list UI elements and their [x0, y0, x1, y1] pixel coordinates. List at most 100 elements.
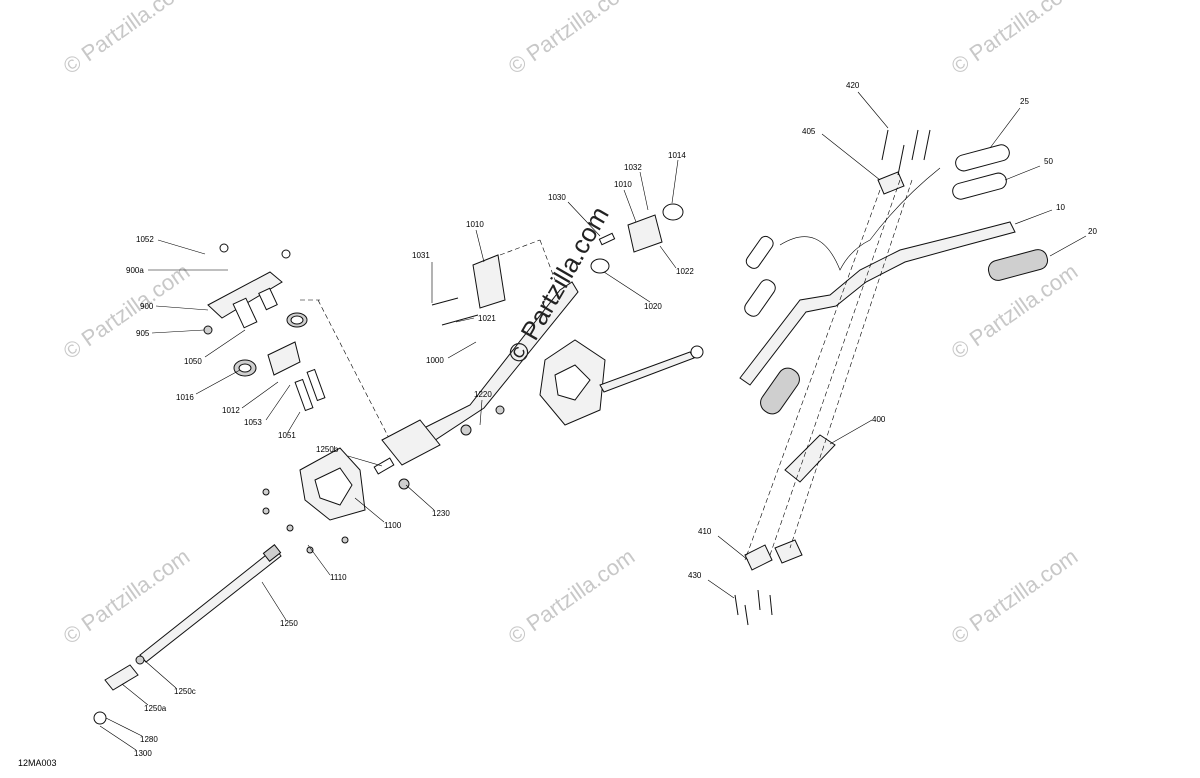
tie-rod-end	[104, 664, 139, 691]
jam-nut	[135, 655, 145, 665]
watermark: © Partzilla.com	[59, 0, 195, 79]
callout-label: 1030	[548, 193, 566, 202]
clamp-halves	[472, 254, 506, 309]
nut	[281, 249, 291, 259]
bolt	[881, 129, 889, 161]
tie-rod	[599, 351, 695, 393]
callout-label: 1016	[176, 393, 194, 402]
cable	[779, 167, 941, 271]
callout-label: 1032	[624, 163, 642, 172]
upper-clamp-assembly	[203, 243, 391, 441]
screw	[262, 488, 270, 496]
callout-label: 1014	[668, 151, 686, 160]
shaft-collar	[262, 544, 282, 562]
bolt	[431, 297, 459, 306]
center-cover	[539, 339, 704, 426]
nut	[219, 243, 229, 253]
bolt	[744, 604, 749, 626]
steering-column	[373, 203, 684, 490]
handlebar-pad	[745, 235, 774, 269]
bolt	[923, 129, 931, 161]
bolt-head	[460, 424, 472, 436]
riser-block	[784, 434, 836, 483]
callout-label: 905	[136, 329, 150, 338]
callout-label: 900	[140, 302, 154, 311]
handlebar-pad	[744, 279, 776, 317]
screw	[286, 524, 294, 532]
stud	[373, 457, 395, 475]
callout-label: 20	[1088, 227, 1097, 236]
callout-label: 1012	[222, 406, 240, 415]
callout-label: 430	[688, 571, 702, 580]
screw	[341, 536, 349, 544]
pin	[598, 232, 616, 246]
callout-label: 1230	[432, 509, 450, 518]
callout-label: 1051	[278, 431, 296, 440]
callout-label: 1220	[474, 390, 492, 399]
lower-clamp	[744, 544, 773, 571]
handlebar-pad	[952, 172, 1007, 200]
seal	[662, 203, 684, 221]
lower-clamp	[774, 539, 803, 564]
callout-label: 1110	[330, 573, 347, 582]
bolt	[769, 594, 773, 616]
callout-label: 405	[802, 127, 816, 136]
callout-label: 1000	[426, 356, 444, 365]
bolt	[897, 144, 905, 176]
callout-label: 1300	[134, 749, 152, 758]
rod-end	[690, 345, 704, 359]
diagram-reference: 12MA003	[18, 758, 57, 768]
seal	[590, 258, 610, 274]
grip	[760, 367, 800, 415]
bolt	[734, 594, 739, 616]
watermark: © Partzilla.com	[947, 0, 1083, 79]
handlebar	[739, 221, 1016, 386]
watermark-layer: © Partzilla.com © Partzilla.com © Partzi…	[59, 0, 1083, 649]
callout-label: 10	[1056, 203, 1065, 212]
bolt-head	[495, 405, 505, 415]
callout-label: 1031	[412, 251, 430, 260]
callout-label: 1010	[614, 180, 632, 189]
upper-clamp	[627, 214, 663, 253]
callout-label: 1021	[478, 314, 496, 323]
callout-label: 1100	[384, 521, 402, 530]
screw	[262, 507, 270, 515]
callout-label: 1250a	[144, 704, 167, 713]
callout-label: 25	[1020, 97, 1029, 106]
callout-label: 1050	[184, 357, 202, 366]
bolt	[294, 378, 314, 412]
callout-label: 1010	[466, 220, 484, 229]
callout-label: 1052	[136, 235, 154, 244]
watermark: © Partzilla.com	[504, 0, 640, 79]
bolt	[306, 368, 326, 402]
washer	[398, 478, 410, 490]
bolt	[757, 589, 761, 611]
half-bearing	[267, 341, 301, 376]
clamp-block	[232, 297, 258, 329]
callout-label: 400	[872, 415, 886, 424]
center-watermark: © Partzilla.com	[501, 201, 615, 368]
clamp-block	[258, 287, 278, 311]
nut	[93, 711, 107, 725]
callout-label: 1053	[244, 418, 262, 427]
watermark: © Partzilla.com	[504, 544, 640, 650]
lower-shaft	[93, 447, 366, 725]
callout-labels: 1052 900a 900 905 1050 1016 1012 1053 10…	[126, 81, 1097, 758]
bolt	[911, 129, 919, 161]
callout-label: 1280	[140, 735, 158, 744]
nut	[203, 325, 213, 335]
callout-label: 1250c	[174, 687, 196, 696]
callout-label: 1250	[280, 619, 298, 628]
callout-label: 420	[846, 81, 860, 90]
handlebar-pad	[955, 144, 1010, 172]
callout-label: 1022	[676, 267, 694, 276]
callout-label: 410	[698, 527, 712, 536]
screw	[306, 546, 314, 554]
upper-clamp	[877, 171, 905, 195]
callout-label: 50	[1044, 157, 1053, 166]
grip	[987, 249, 1049, 281]
callout-label: 1020	[644, 302, 662, 311]
clamp-bracket	[207, 271, 283, 319]
column-yoke	[381, 419, 441, 466]
